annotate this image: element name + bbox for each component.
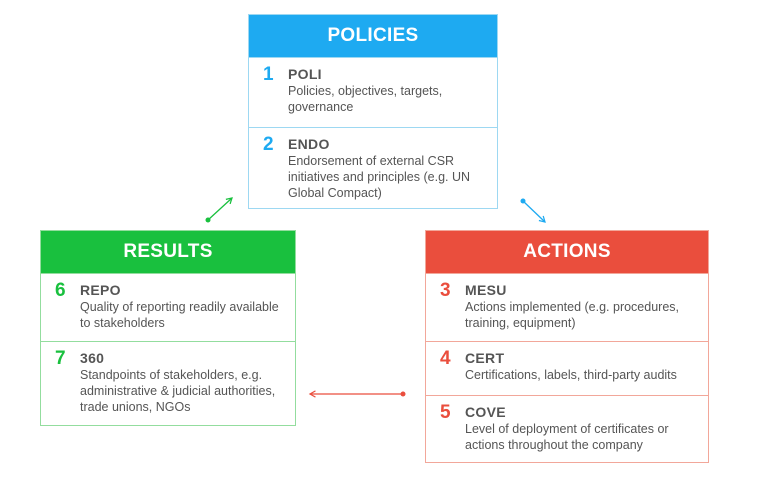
item-description: Level of deployment of certificates or a… — [465, 422, 669, 452]
results-box: RESULTS 6 REPO Quality of reporting read… — [40, 230, 296, 426]
item-number: 7 — [55, 348, 66, 369]
item-code: ENDO — [288, 136, 330, 152]
arrow-policies-to-actions — [520, 198, 546, 223]
policies-box: POLICIES 1 POLI Policies, objectives, ta… — [248, 14, 498, 209]
arrow-results-to-policies — [205, 197, 233, 223]
item-description: Actions implemented (e.g. procedures, tr… — [465, 300, 679, 330]
actions-header: ACTIONS — [426, 231, 708, 273]
item-number: 4 — [440, 348, 451, 369]
action-item-cert: 4 CERT Certifications, labels, third-par… — [426, 341, 708, 395]
item-number: 2 — [263, 134, 274, 155]
item-code: COVE — [465, 404, 506, 420]
arrow-actions-to-results — [308, 390, 406, 398]
item-number: 1 — [263, 64, 274, 85]
results-header: RESULTS — [41, 231, 295, 273]
item-code: CERT — [465, 350, 505, 366]
action-item-mesu: 3 MESU Actions implemented (e.g. procedu… — [426, 273, 708, 341]
item-code: MESU — [465, 282, 507, 298]
actions-box: ACTIONS 3 MESU Actions implemented (e.g.… — [425, 230, 709, 463]
item-description: Policies, objectives, targets, governanc… — [288, 84, 443, 114]
item-description: Quality of reporting readily available t… — [80, 300, 279, 330]
policy-item-endo: 2 ENDO Endorsement of external CSR initi… — [249, 127, 497, 208]
item-number: 6 — [55, 280, 66, 301]
item-number: 5 — [440, 402, 451, 423]
result-item-360: 7 360 Standpoints of stakeholders, e.g. … — [41, 341, 295, 425]
item-code: REPO — [80, 282, 121, 298]
item-number: 3 — [440, 280, 451, 301]
policy-item-poli: 1 POLI Policies, objectives, targets, go… — [249, 57, 497, 127]
action-item-cove: 5 COVE Level of deployment of certificat… — [426, 395, 708, 462]
policies-header: POLICIES — [249, 15, 497, 57]
item-description: Certifications, labels, third-party audi… — [465, 368, 677, 382]
item-description: Standpoints of stakeholders, e.g. admini… — [80, 368, 276, 414]
result-item-repo: 6 REPO Quality of reporting readily avai… — [41, 273, 295, 341]
item-code: POLI — [288, 66, 322, 82]
item-code: 360 — [80, 350, 105, 366]
item-description: Endorsement of external CSR initiatives … — [288, 154, 471, 200]
